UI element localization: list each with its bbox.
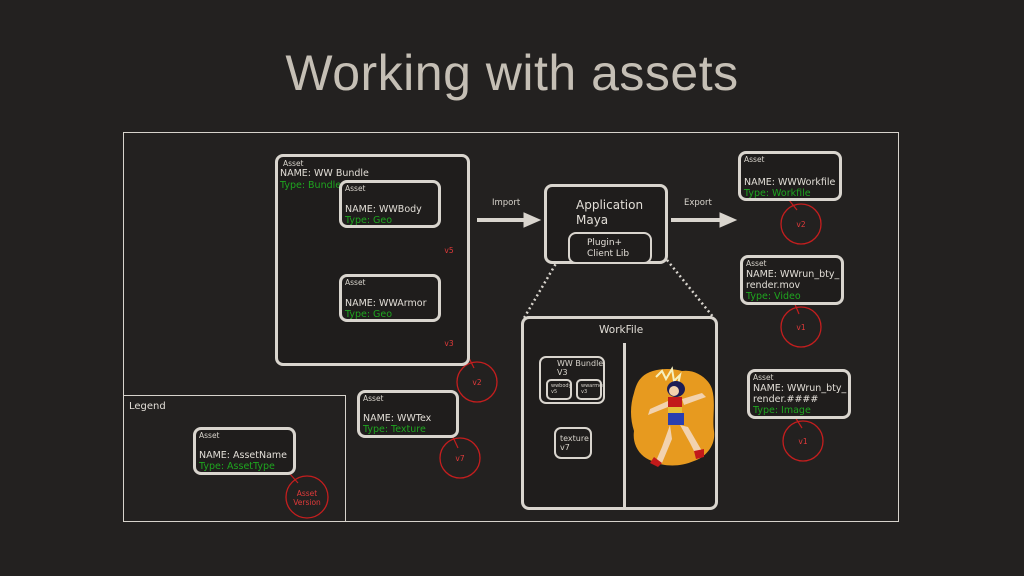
ww-tex-version-circle [439,437,481,479]
workfile-texture-name: texture [560,434,589,443]
ww-workfile-version: v2 [796,220,806,229]
legend-asset-name: NAME: AssetName [199,450,288,461]
import-label: Import [492,198,521,208]
workfile-armor-name: wwarmor [581,383,605,389]
legend-asset-box: Asset NAME: AssetName Type: AssetType [193,427,296,475]
plugin-box: Plugin+ Client Lib [568,232,652,264]
asset-name-line2: render.mov [746,280,801,291]
workfile-texture-version: v7 [560,443,570,452]
asset-name: NAME: WWArmor [345,298,427,309]
asset-header: Asset [753,373,774,382]
asset-type: Type: Texture [363,424,426,435]
asset-header: Asset [345,278,366,287]
export-label: Export [684,198,712,208]
legend-box [123,395,346,522]
asset-header: Asset [746,259,767,268]
workfile-divider [623,343,626,509]
asset-type: Type: Video [746,291,801,302]
ww-bundle-version-circle [456,361,498,403]
asset-header: Asset [283,159,304,168]
export-arrow-head [719,212,738,228]
workfile-body-name: wwbody [551,383,572,389]
asset-name-line2: render.#### [753,394,819,405]
workfile-bundle-version: V3 [557,368,568,377]
legend-title: Legend [129,401,166,412]
zoom-line-left [522,259,560,319]
plugin-label: Plugin+ [587,238,623,248]
workfile-body-box: wwbody v5 [546,379,572,400]
workfile-texture-box: texture v7 [554,427,592,459]
legend-version-label-line1: Asset [296,489,318,498]
ww-armor-asset-box: Asset NAME: WWArmor Type: Geo [339,274,441,322]
character-illustration [631,366,715,467]
workfile-bundle-name: WW Bundle [557,359,604,368]
legend-asset-header: Asset [199,431,220,440]
ww-workfile-version-circle [780,203,822,245]
ww-bundle-version: v2 [472,378,482,387]
zoom-line-right [666,259,715,319]
client-lib-label: Client Lib [587,249,630,259]
asset-type: Type: Bundle [280,180,342,191]
workfile-title: WorkFile [599,324,644,336]
workfile-box: WorkFile WW Bundle V3 wwbody v5 wwarmor … [521,316,718,510]
asset-name: NAME: WWWorkfile [744,177,836,188]
ww-armor-version: v3 [444,339,454,348]
legend-version-circle [285,475,329,519]
ww-mov-asset-box: Asset NAME: WWrun_bty_ render.mov Type: … [740,255,844,305]
workfile-bundle-box: WW Bundle V3 wwbody v5 wwarmor v3 [539,356,605,404]
workfile-armor-box: wwarmor v3 [576,379,605,400]
asset-name: NAME: WW Bundle [280,168,369,179]
ww-mov-version: v1 [796,323,806,332]
workfile-armor-version: v3 [581,389,588,395]
ww-image-version-circle [782,420,824,462]
ww-body-version: v5 [444,246,454,255]
asset-type: Type: Workfile [744,188,811,199]
application-software: Maya [576,213,609,227]
asset-name-line1: NAME: WWrun_bty_ [746,269,840,280]
application-name: Application [576,198,644,212]
asset-name: NAME: WWBody [345,204,422,215]
ww-tex-asset-box: Asset NAME: WWTex Type: Texture [357,390,459,438]
ww-workfile-asset-box: Asset NAME: WWWorkfile Type: Workfile [738,151,842,201]
legend-version-tick [289,473,299,484]
asset-header: Asset [744,155,765,164]
ww-body-asset-box: Asset NAME: WWBody Type: Geo [339,180,441,228]
ww-image-asset-box: Asset NAME: WWrun_bty_ render.#### Type:… [747,369,851,419]
ww-mov-version-circle [780,306,822,348]
import-arrow-head [523,212,542,228]
diagram-frame [123,132,899,522]
asset-header: Asset [345,184,366,193]
ww-image-version: v1 [798,437,808,446]
legend-asset-type: Type: AssetType [199,461,275,472]
asset-type: Type: Geo [345,309,393,320]
asset-header: Asset [363,394,384,403]
slide-title: Working with assets [285,45,739,101]
asset-name-line1: NAME: WWrun_bty_ [753,383,847,394]
asset-type: Type: Image [753,405,811,416]
asset-name: NAME: WWTex [363,413,432,424]
application-box: Application Maya Plugin+ Client Lib [544,184,668,264]
legend-version-label-line2: Version [293,498,321,507]
ww-tex-version: v7 [455,454,465,463]
workfile-body-version: v5 [551,389,558,395]
asset-type: Type: Geo [345,215,393,226]
